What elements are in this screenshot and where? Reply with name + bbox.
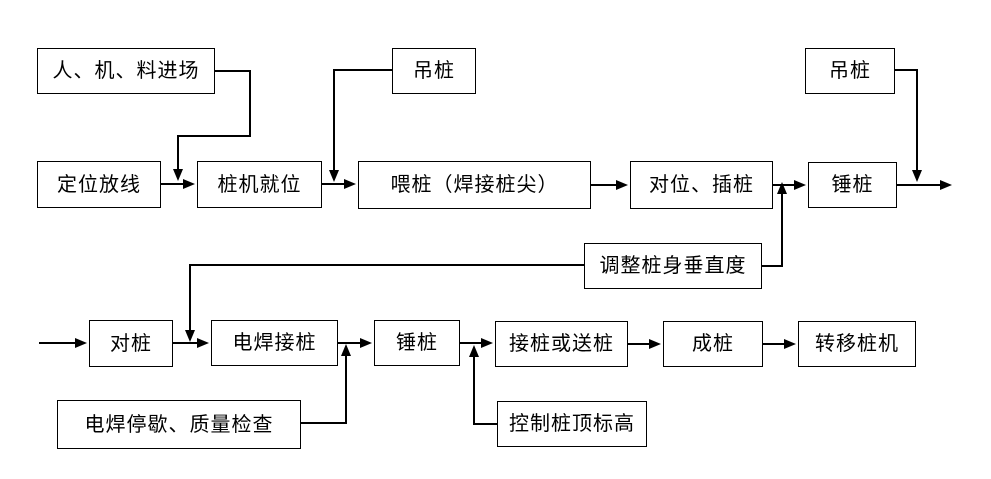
- connector-hoist-right-join: [895, 69, 922, 182]
- node-weld-pile: 电焊接桩: [211, 320, 338, 366]
- node-hoist-left: 吊桩: [392, 48, 476, 94]
- connector-pair-weld: [173, 338, 209, 348]
- node-adjust-vertical: 调整桩身垂直度: [584, 243, 762, 289]
- connector-hammer1-continuation: [897, 180, 952, 190]
- node-feed-pile: 喂桩（焊接桩尖）: [358, 161, 591, 209]
- connector-continuation-pair: [39, 338, 87, 348]
- connector-rig-feed: [322, 179, 356, 189]
- connector-weldcheck-join: [301, 344, 351, 424]
- node-align-insert: 对位、插桩: [630, 161, 773, 209]
- node-hoist-right: 吊桩: [805, 48, 895, 94]
- node-entry: 人、机、料进场: [37, 48, 215, 94]
- node-hammer-second: 锤桩: [374, 320, 460, 366]
- connector-locate-rig: [161, 179, 195, 189]
- node-weld-pause-check: 电焊停歇、质量检查: [57, 400, 301, 449]
- node-rig-in-place: 桩机就位: [197, 161, 322, 208]
- connector-splice-complete: [628, 339, 661, 349]
- connector-control-join: [469, 345, 497, 425]
- node-hammer-first: 锤桩: [808, 162, 897, 208]
- connector-align-hammer1: [773, 180, 806, 190]
- connector-adjust-up-join: [762, 182, 787, 267]
- node-locate: 定位放线: [37, 161, 161, 208]
- node-move-rig: 转移桩机: [798, 321, 916, 367]
- node-pair-pile: 对桩: [89, 320, 173, 367]
- node-splice-send: 接桩或送桩: [495, 321, 628, 367]
- connector-entry-join: [173, 70, 251, 181]
- connector-weld-hammer2: [338, 338, 372, 348]
- connector-hammer2-splice: [460, 338, 493, 348]
- connector-feed-align: [591, 180, 628, 190]
- connector-adjust-down-join: [185, 264, 584, 342]
- node-pile-complete: 成桩: [663, 321, 763, 367]
- connector-hoist-left-join: [329, 69, 392, 182]
- connector-complete-move: [763, 339, 796, 349]
- node-control-top-elevation: 控制桩顶标高: [497, 401, 647, 447]
